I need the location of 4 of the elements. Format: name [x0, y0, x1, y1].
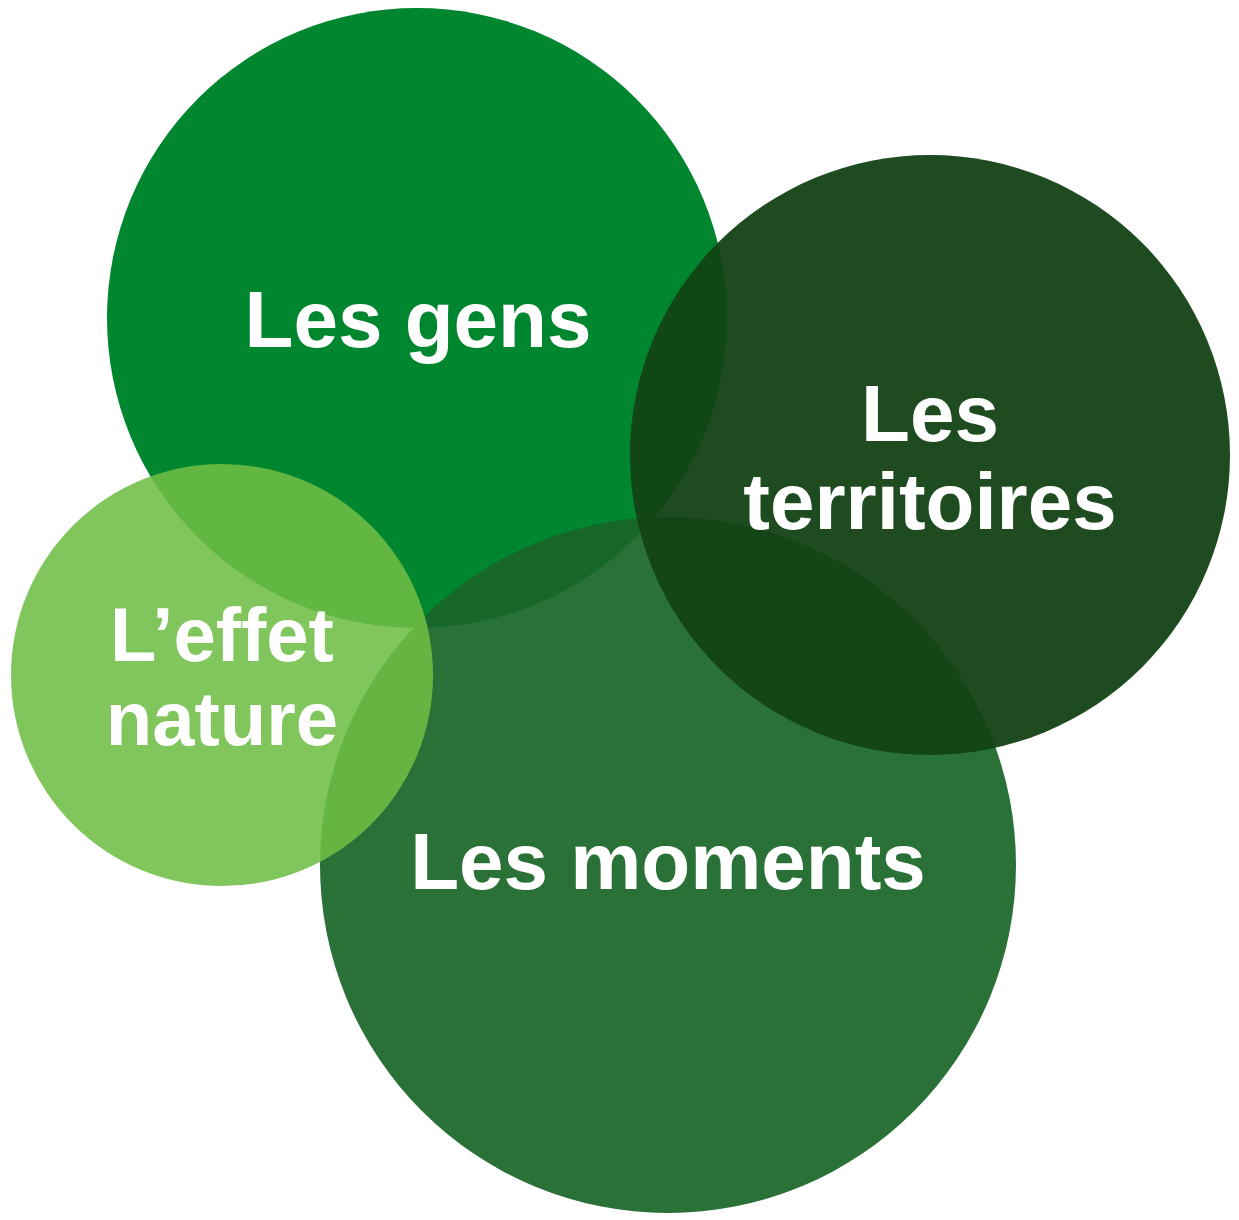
- circle-label: Les moments: [409, 818, 927, 906]
- circle-label: Les gens: [243, 276, 593, 364]
- circle-label: L’effet nature: [104, 593, 340, 761]
- circle-label: Les territoires: [742, 370, 1118, 546]
